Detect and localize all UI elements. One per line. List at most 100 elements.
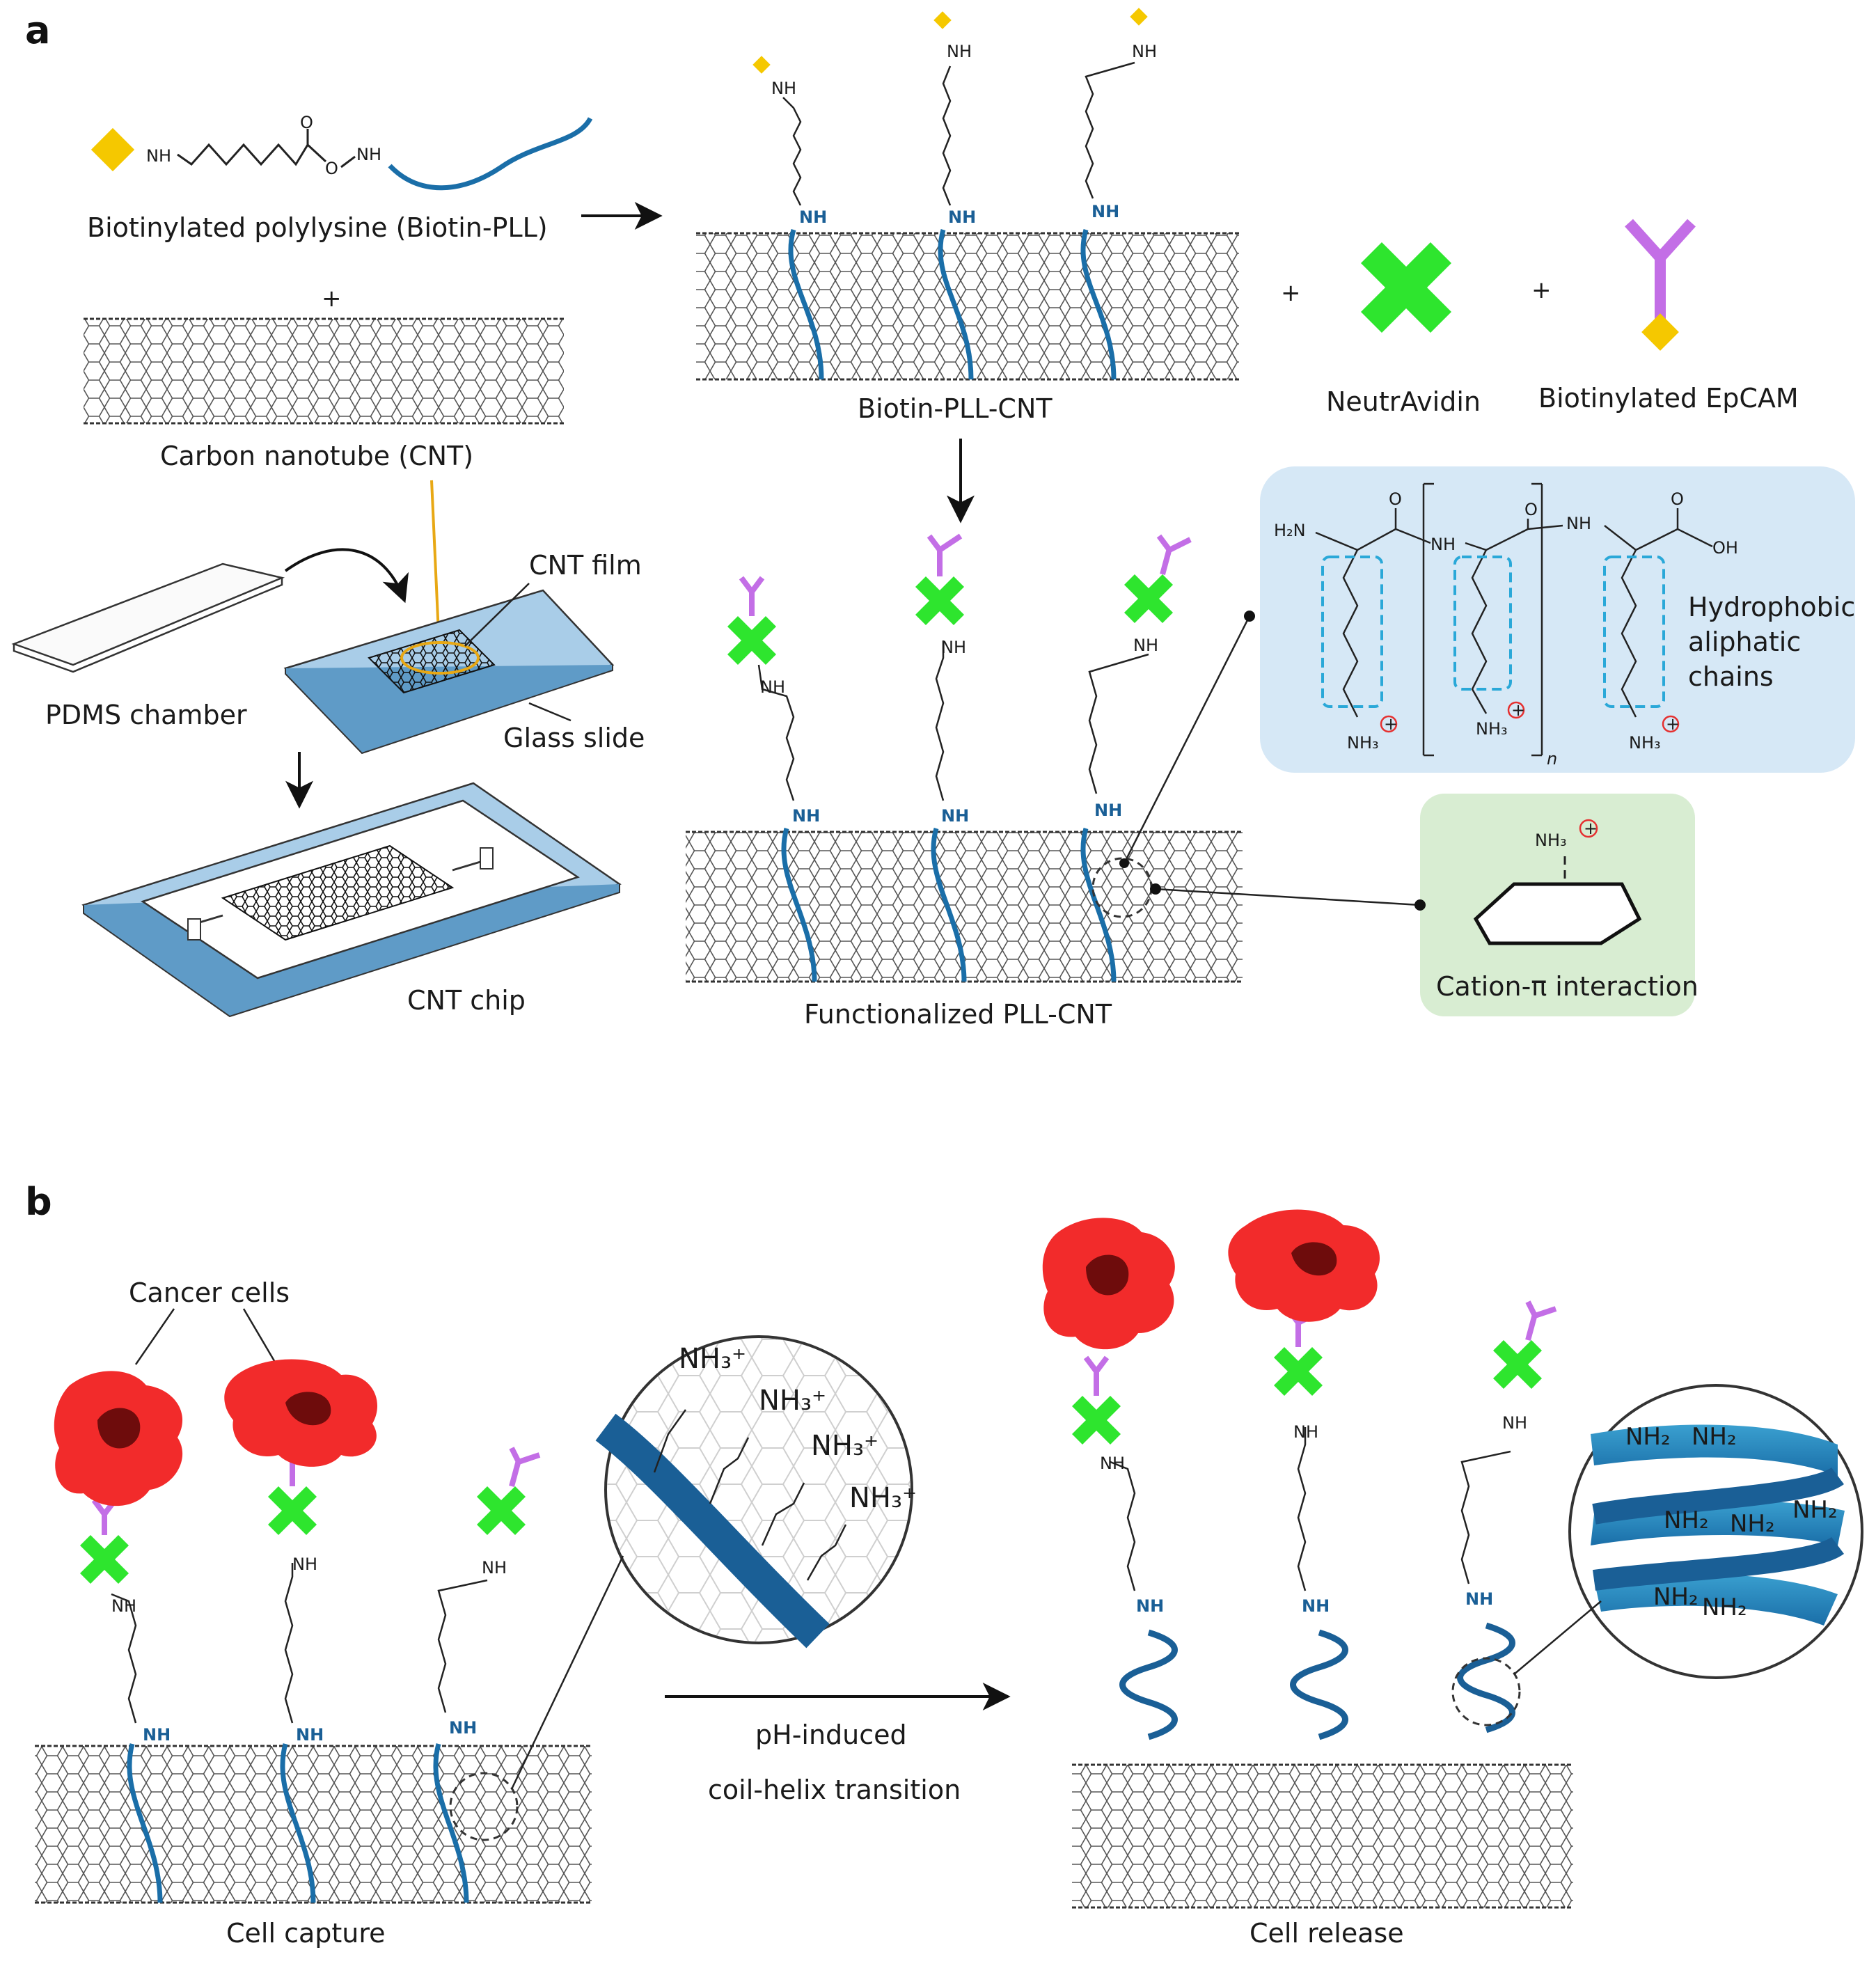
chem-nh-blue: NH bbox=[1091, 202, 1119, 221]
chem-nh: NH bbox=[1133, 636, 1158, 655]
chem-nh: NH bbox=[1132, 42, 1157, 61]
charge-plus: + bbox=[1384, 714, 1398, 734]
chem-nh-blue: NH bbox=[1094, 801, 1122, 820]
pdms-chamber bbox=[11, 562, 285, 673]
panel-letter-a: a bbox=[25, 8, 50, 52]
charge-plus: + bbox=[1511, 700, 1525, 720]
curved-arrow bbox=[284, 548, 409, 604]
epcam-chain-2: NH NH bbox=[915, 533, 969, 826]
chem-o: O bbox=[1524, 500, 1538, 519]
chem-nh-blue: NH bbox=[356, 145, 381, 164]
charge-plus: + bbox=[1666, 714, 1680, 734]
chem-nh3: NH₃ bbox=[1347, 733, 1379, 753]
chem-nh: NH bbox=[760, 677, 785, 697]
chem-n: n bbox=[1547, 749, 1557, 769]
chem-nh3: NH₃ bbox=[1476, 719, 1508, 739]
release-chain-1: NH NH bbox=[1042, 1218, 1175, 1616]
capture-cnt bbox=[35, 1743, 592, 1904]
nh2: NH₂ bbox=[1664, 1506, 1709, 1534]
cnt-chip bbox=[81, 782, 622, 1018]
helix-3 bbox=[1451, 1622, 1521, 1733]
hydrophobic-label-1: Hydrophobic bbox=[1688, 592, 1855, 622]
chem-nh: NH bbox=[1100, 1454, 1125, 1473]
chem-nh-blue: NH bbox=[941, 806, 969, 826]
chem-o: O bbox=[1671, 489, 1684, 509]
chem-nh: NH bbox=[292, 1555, 317, 1574]
chem-nh-blue: NH bbox=[1136, 1596, 1164, 1616]
chem-nh-blue: NH bbox=[1465, 1589, 1493, 1609]
biotin-chain-3: NH NH bbox=[1085, 8, 1157, 221]
hydrophobic-label-2: aliphatic bbox=[1688, 627, 1801, 657]
neutravidin-label: NeutrAvidin bbox=[1326, 386, 1481, 417]
nh3-plus: NH₃⁺ bbox=[849, 1482, 917, 1514]
plus-sign: + bbox=[1281, 279, 1301, 307]
glass-slide-label: Glass slide bbox=[503, 723, 645, 753]
release-chain-3: NH NH bbox=[1460, 1300, 1557, 1609]
capture-chain-3: NH NH bbox=[437, 1447, 541, 1738]
zoom-circle-capture: NH₃⁺ NH₃⁺ NH₃⁺ NH₃⁺ bbox=[595, 1335, 917, 1649]
chem-nh: NH bbox=[1293, 1422, 1318, 1442]
cancer-cells-label: Cancer cells bbox=[129, 1277, 290, 1308]
biotin-pll-cnt bbox=[696, 229, 1239, 381]
chem-nh-blue: NH bbox=[449, 1718, 477, 1738]
hydrophobic-callout: H₂N NH NH OH O O O n NH₃ NH₃ NH₃ + + + bbox=[1260, 466, 1855, 773]
functionalized-pll-cnt bbox=[686, 828, 1243, 983]
neutravidin-cross bbox=[1361, 242, 1451, 333]
chem-o: O bbox=[1389, 489, 1402, 509]
nh2: NH₂ bbox=[1730, 1510, 1775, 1538]
chem-nh: NH bbox=[941, 638, 966, 657]
nh2: NH₂ bbox=[1792, 1496, 1838, 1524]
carbon-nanotube bbox=[84, 317, 564, 425]
chem-nh-blue: NH bbox=[143, 1725, 171, 1745]
cell-release-label: Cell release bbox=[1250, 1918, 1404, 1949]
release-chain-2: NH NH bbox=[1228, 1209, 1380, 1616]
glass-slide bbox=[283, 589, 615, 755]
biotin-pll-cnt-label: Biotin-PLL-CNT bbox=[858, 393, 1053, 424]
biotinylated-epcam-icon bbox=[1625, 219, 1696, 351]
cation-pi-callout: NH₃ + Cation-π interaction bbox=[1420, 794, 1698, 1016]
chem-nh3: NH₃ bbox=[1629, 733, 1661, 753]
biotin-chain-1: NH NH bbox=[752, 56, 827, 227]
nh3-plus: NH₃⁺ bbox=[759, 1385, 826, 1417]
chem-o: O bbox=[300, 113, 313, 132]
chem-o: O bbox=[325, 159, 338, 178]
cnt-label: Carbon nanotube (CNT) bbox=[160, 441, 473, 471]
plus-sign: + bbox=[322, 285, 342, 313]
chem-nh-blue: NH bbox=[792, 806, 820, 826]
epcam-chain-1: NH NH bbox=[727, 576, 820, 826]
capture-chain-1: NH NH bbox=[54, 1371, 183, 1745]
epcam-chain-3: NH NH bbox=[1088, 534, 1192, 820]
nh2: NH₂ bbox=[1653, 1583, 1698, 1611]
cnt-chip-label: CNT chip bbox=[407, 985, 526, 1016]
cnt-film-label: CNT film bbox=[529, 550, 642, 581]
chem-nh: NH bbox=[1430, 535, 1456, 554]
nh3-plus: NH₃⁺ bbox=[811, 1430, 878, 1462]
chem-nh: NH bbox=[146, 146, 171, 166]
transition-line2: coil-helix transition bbox=[708, 1775, 961, 1805]
chem-nh3: NH₃ bbox=[1535, 831, 1567, 850]
chem-nh-blue: NH bbox=[296, 1725, 324, 1745]
hydrophobic-label-3: chains bbox=[1688, 661, 1774, 692]
chem-nh: NH bbox=[771, 79, 796, 98]
nh3-plus: NH₃⁺ bbox=[679, 1343, 746, 1375]
chem-nh-blue: NH bbox=[948, 207, 976, 227]
zoom-circle-release: NH₂ NH₂ NH₂ NH₂ NH₂ NH₂ NH₂ bbox=[1568, 1384, 1863, 1679]
cell-capture-label: Cell capture bbox=[226, 1918, 386, 1949]
chem-nh: NH bbox=[111, 1596, 136, 1616]
cation-pi-label: Cation-π interaction bbox=[1436, 971, 1698, 1002]
functionalized-label: Functionalized PLL-CNT bbox=[804, 999, 1112, 1030]
release-cnt bbox=[1072, 1763, 1573, 1909]
chem-nh-blue: NH bbox=[799, 207, 827, 227]
biotinylated-epcam-label: Biotinylated EpCAM bbox=[1538, 383, 1799, 414]
chem-nh: NH bbox=[1566, 514, 1591, 533]
chem-oh: OH bbox=[1712, 538, 1738, 558]
nh2: NH₂ bbox=[1692, 1423, 1737, 1451]
nh2: NH₂ bbox=[1625, 1423, 1671, 1451]
polylysine-chain bbox=[388, 117, 593, 191]
transition-line1: pH-induced bbox=[755, 1720, 907, 1750]
helix-2 bbox=[1290, 1629, 1348, 1740]
chem-nh: NH bbox=[482, 1558, 507, 1577]
helix-1 bbox=[1119, 1629, 1178, 1740]
biotin-chain-2: NH NH bbox=[933, 11, 976, 227]
